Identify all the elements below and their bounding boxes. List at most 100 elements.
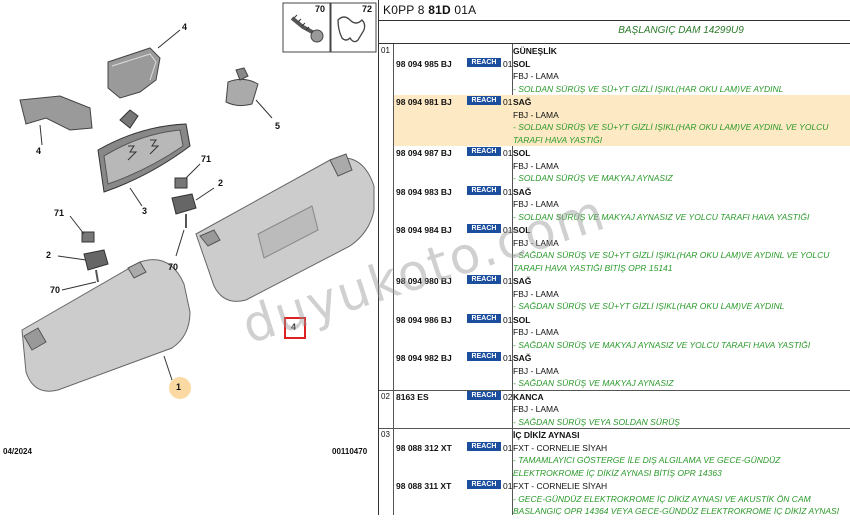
part-variant: FXT - CORNELIE SİYAH xyxy=(513,481,608,491)
part-note: - SAĞDAN SÜRÜŞ VE MAKYAJ AYNASIZ VE YOLC… xyxy=(513,339,811,350)
catalog-code-prefix: K0PP 8 xyxy=(383,3,425,17)
part-number[interactable]: 8163 ES xyxy=(396,391,429,402)
group-divider xyxy=(379,389,850,391)
quantity: 01 xyxy=(503,314,513,325)
group-divider xyxy=(379,428,850,429)
part-name: SOL xyxy=(513,225,531,235)
parts-diagram: 70 72 4 4 5 71 2 3 71 70 2 70 1 4 04/202… xyxy=(0,0,378,515)
reach-badge[interactable]: REACH xyxy=(467,96,501,105)
reach-badge[interactable]: REACH xyxy=(467,352,501,361)
part-variant: FBJ - LAMA xyxy=(513,109,559,120)
catalog-code-suffix: 01A xyxy=(454,3,477,17)
rearview-mirror-part xyxy=(97,109,191,193)
callout-71-lower[interactable]: 71 xyxy=(54,208,65,218)
hinge-upper-part xyxy=(171,177,197,228)
panel-divider xyxy=(378,0,379,515)
bracket-upper-part xyxy=(107,47,161,99)
column-line-desc xyxy=(512,44,513,515)
reach-badge[interactable]: REACH xyxy=(467,390,501,400)
diagram-code: 00110470 xyxy=(332,447,368,456)
part-number[interactable]: 98 094 982 BJ xyxy=(396,353,452,363)
quantity: 01 xyxy=(503,225,513,235)
callout-70-lower[interactable]: 70 xyxy=(50,285,61,295)
part-number[interactable]: 98 094 987 BJ xyxy=(396,148,452,158)
quantity: 01 xyxy=(503,97,513,107)
reach-badge[interactable]: REACH xyxy=(467,224,501,233)
thumb-label-72: 72 xyxy=(362,4,373,14)
hinge-lower-part xyxy=(81,231,109,283)
part-description: SAĞ FBJ - LAMA - SOLDAN SÜRÜŞ VE MAKYAJ AY… xyxy=(513,186,848,224)
part-number[interactable]: 98 094 984 BJ xyxy=(396,225,452,235)
catalog-code-bold: 81D xyxy=(428,3,451,17)
part-variant: FBJ - LAMA xyxy=(513,160,559,171)
screw-icon xyxy=(290,14,324,43)
part-number[interactable]: 98 094 980 BJ xyxy=(396,276,452,286)
bracket-lower-part xyxy=(19,95,93,131)
part-number[interactable]: 98 094 986 BJ xyxy=(396,314,452,325)
quantity: 01 xyxy=(503,58,513,69)
part-note: - SAĞDAN SÜRÜŞ VEYA SOLDAN SÜRÜŞ xyxy=(513,416,680,427)
reach-badge[interactable]: REACH xyxy=(467,480,501,489)
callout-4-upper[interactable]: 4 xyxy=(182,22,188,32)
callout-4-highlighted[interactable]: 4 xyxy=(291,322,297,332)
reach-badge[interactable]: REACH xyxy=(467,147,501,156)
group-number: 03 xyxy=(381,430,390,439)
thumb-label-70: 70 xyxy=(315,4,326,14)
reach-badge[interactable]: REACH xyxy=(467,313,501,323)
title-divider xyxy=(379,43,850,44)
part-name: SOL xyxy=(513,314,531,325)
part-number[interactable]: 98 088 312 XT xyxy=(396,442,452,453)
quantity: 01 xyxy=(503,276,513,286)
quantity: 01 xyxy=(503,481,513,491)
part-note: - SAĞDAN SÜRÜŞ VE SÜ+YT GİZLİ IŞIKL(HAR … xyxy=(513,301,785,311)
part-number[interactable]: 98 094 983 BJ xyxy=(396,186,452,197)
quantity: 02 xyxy=(503,391,513,402)
part-name: SAĞ xyxy=(513,353,532,363)
part-variant: FBJ - LAMA xyxy=(513,327,559,337)
sun-visor-right-part xyxy=(195,153,375,302)
callout-70-upper[interactable]: 70 xyxy=(168,262,179,272)
part-name: SAĞ xyxy=(513,97,532,107)
quantity: 01 xyxy=(503,353,513,363)
part-number[interactable]: 98 094 981 BJ xyxy=(396,97,452,107)
reach-badge[interactable]: REACH xyxy=(467,57,501,67)
group-number: 02 xyxy=(381,391,390,401)
callout-2-upper[interactable]: 2 xyxy=(218,178,224,188)
part-name: KANCA xyxy=(513,391,544,402)
group-number: 01 xyxy=(381,46,390,55)
callout-4-lower[interactable]: 4 xyxy=(36,146,42,156)
part-note: - SOLDAN SÜRÜŞ VE SÜ+YT GİZLİ IŞIKL(HAR … xyxy=(513,122,829,145)
part-number[interactable]: 98 094 985 BJ xyxy=(396,58,452,69)
callout-3[interactable]: 3 xyxy=(142,206,148,216)
reach-badge[interactable]: REACH xyxy=(467,185,501,195)
callout-1[interactable]: 1 xyxy=(176,382,182,392)
part-name: SAĞ xyxy=(513,186,532,197)
reach-badge[interactable]: REACH xyxy=(467,441,501,451)
part-variant: FBJ - LAMA xyxy=(513,199,559,209)
part-number[interactable]: 98 088 311 XT xyxy=(396,481,452,491)
part-variant: FBJ - LAMA xyxy=(513,365,559,376)
quantity: 01 xyxy=(503,148,513,158)
header-divider xyxy=(379,20,850,21)
part-note: - TAMAMLAYICI GÖSTERGE İLE DIŞ ALGILAMA … xyxy=(513,455,781,478)
quantity: 01 xyxy=(503,186,513,197)
reach-badge[interactable]: REACH xyxy=(467,275,501,284)
callout-2-lower[interactable]: 2 xyxy=(46,250,52,260)
part-note: - SOLDAN SÜRÜŞ VE MAKYAJ AYNASIZ VE YOLC… xyxy=(513,211,810,222)
title-row: BAŞLANGIÇ DAM 14299U9 xyxy=(379,21,850,43)
callout-71-upper[interactable]: 71 xyxy=(201,154,212,164)
callout-5[interactable]: 5 xyxy=(275,121,281,131)
